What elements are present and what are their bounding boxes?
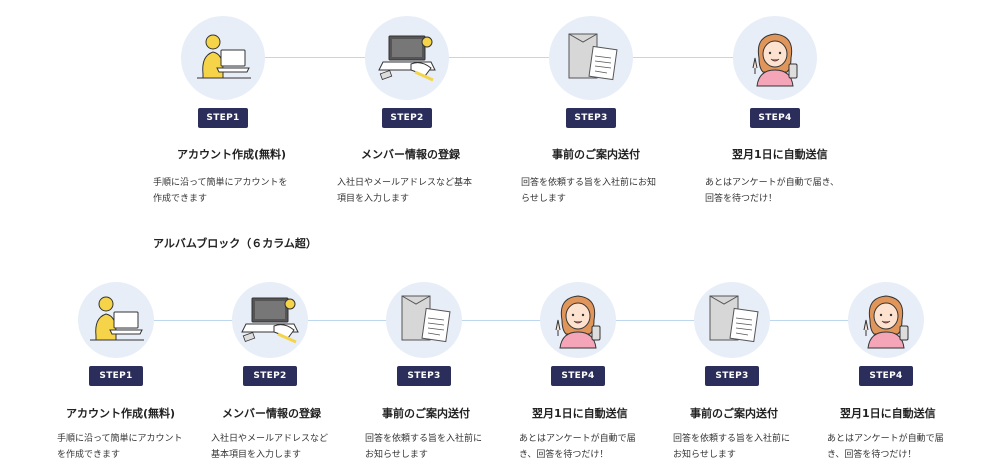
step-badge: STEP4 [750,108,800,128]
step-item: STEP3 事前のご案内送付 回答を依頼する旨を入社前に お知らせします [365,272,495,463]
step-badge: STEP3 [566,108,616,128]
step-badge: STEP2 [243,366,297,386]
envelope-document-icon [694,282,770,358]
step-item: STEP4 翌月1日に自動送信 あとはアンケートが自動で届き、 回答を待つだけ！ [705,0,855,207]
step-description: 回答を依頼する旨を入社前に お知らせします [673,434,791,460]
laptop-typing-icon [232,282,308,358]
step-item: STEP2 メンバー情報の登録 入社日やメールアドレスなど 基本項目を入力します [211,272,341,463]
step-description: あとはアンケートが自動で届き、 回答を待つだけ！ [705,178,840,204]
step-title: メンバー情報の登録 [361,148,460,161]
step-badge: STEP4 [859,366,913,386]
step-title: 事前のご案内送付 [690,407,778,420]
step-badge: STEP2 [382,108,432,128]
step-title: 翌月1日に自動送信 [840,407,936,420]
woman-phone-icon [848,282,924,358]
laptop-typing-icon [365,16,449,100]
step-title: 翌月1日に自動送信 [732,148,828,161]
step-description: 回答を依頼する旨を入社前にお知 らせします [521,178,657,204]
connector-line [116,320,884,321]
step-item: STEP4 翌月1日に自動送信 あとはアンケートが自動で届 き、回答を待つだけ！ [519,272,649,463]
connector-line [223,57,775,58]
person-laptop-icon [78,282,154,358]
section-heading: アルバムブロック（６カラム超） [153,237,317,250]
step-item: STEP1 アカウント作成(無料) 手順に沿って簡単にアカウント を作成できます [57,272,187,463]
step-description: 手順に沿って簡単にアカウントを 作成できます [153,178,288,204]
step-description: 入社日やメールアドレスなど基本 項目を入力します [337,178,473,204]
step-title: 事前のご案内送付 [382,407,470,420]
step-badge: STEP3 [397,366,451,386]
step-item: STEP3 事前のご案内送付 回答を依頼する旨を入社前にお知 らせします [521,0,671,207]
step-badge: STEP3 [705,366,759,386]
step-title: 翌月1日に自動送信 [532,407,628,420]
step-title: 事前のご案内送付 [552,148,640,161]
step-description: あとはアンケートが自動で届 き、回答を待つだけ！ [827,434,944,460]
step-badge: STEP1 [198,108,248,128]
step-badge: STEP1 [89,366,143,386]
step-description: 手順に沿って簡単にアカウント を作成できます [57,434,183,460]
step-title: アカウント作成(無料) [177,148,287,161]
step-description: 回答を依頼する旨を入社前に お知らせします [365,434,483,460]
step-item: STEP1 アカウント作成(無料) 手順に沿って簡単にアカウントを 作成できます [153,0,303,207]
step-item: STEP2 メンバー情報の登録 入社日やメールアドレスなど基本 項目を入力します [337,0,487,207]
step-description: あとはアンケートが自動で届 き、回答を待つだけ！ [519,434,636,460]
envelope-document-icon [549,16,633,100]
step-title: アカウント作成(無料) [66,407,176,420]
step-item: STEP3 事前のご案内送付 回答を依頼する旨を入社前に お知らせします [673,272,803,463]
woman-phone-icon [733,16,817,100]
step-description: 入社日やメールアドレスなど 基本項目を入力します [211,434,329,460]
step-title: メンバー情報の登録 [222,407,321,420]
person-laptop-icon [181,16,265,100]
step-badge: STEP4 [551,366,605,386]
step-item: STEP4 翌月1日に自動送信 あとはアンケートが自動で届 き、回答を待つだけ！ [827,272,957,463]
envelope-document-icon [386,282,462,358]
woman-phone-icon [540,282,616,358]
